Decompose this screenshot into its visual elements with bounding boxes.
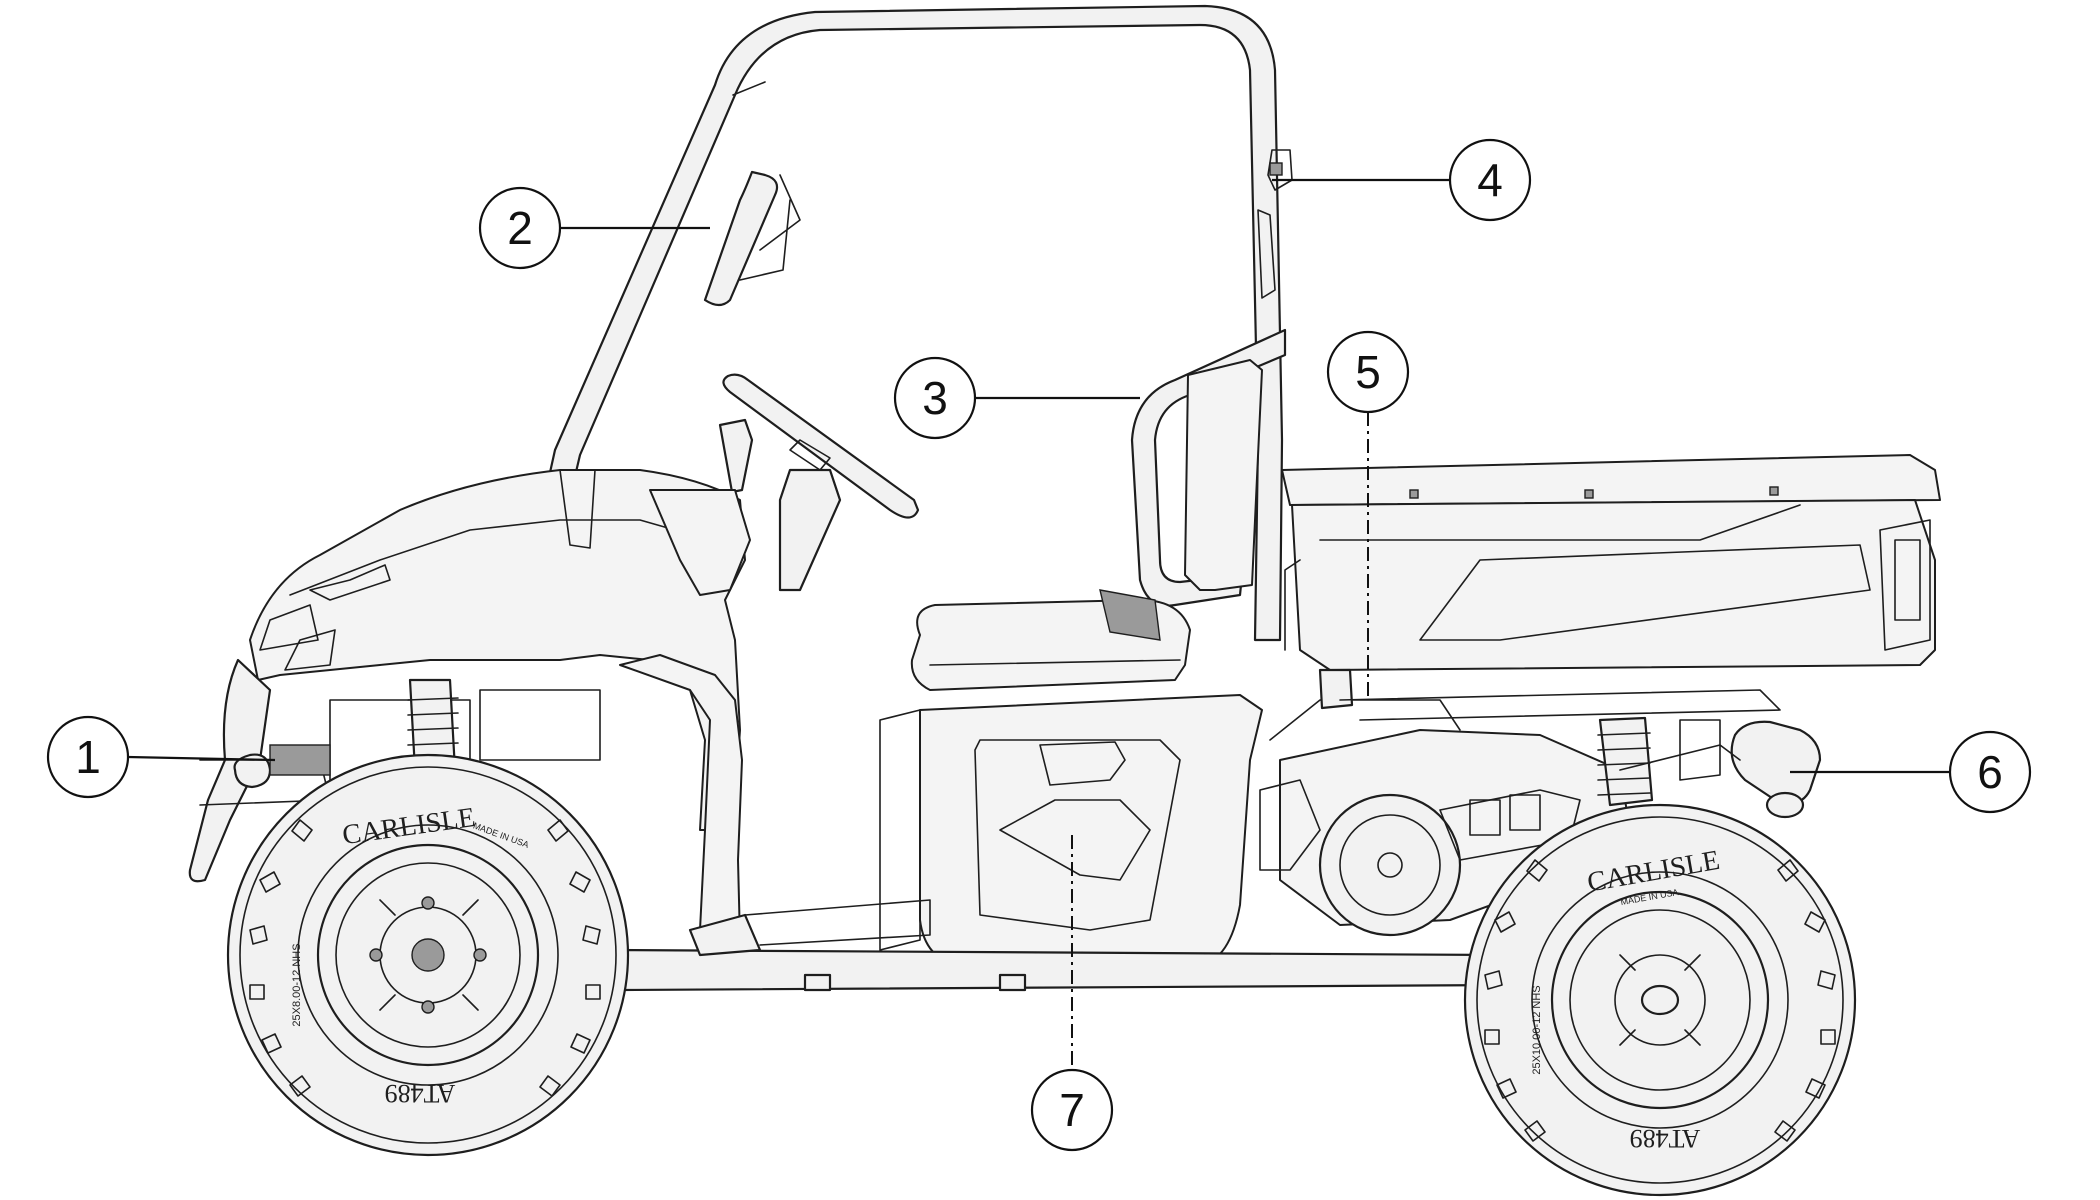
rear-tire-model: AT489 [1630,1124,1701,1153]
front-wheel: CARLISLE MADE IN USA AT489 25X8.00-12 NH… [226,753,630,1157]
callout-6-label: 6 [1977,746,2003,798]
callout-3-label: 3 [922,372,948,424]
front-tire-size: 25X8.00-12 NHS [291,943,303,1026]
front-tire-model: AT489 [385,1079,456,1108]
callout-4-label: 4 [1477,154,1503,206]
seat [910,359,1263,691]
callout-6: 6 [1948,730,2032,814]
callout-2-label: 2 [507,202,533,254]
rear-tire-size: 25X10.00-12 NHS [1531,985,1543,1074]
cargo-box [1281,454,1941,721]
callout-7: 7 [1030,1068,1114,1152]
rops-cage [533,4,1293,642]
rear-shock [1597,716,1721,807]
callout-1-label: 1 [75,731,101,783]
callout-3: 3 [893,356,977,440]
callout-2: 2 [478,186,562,270]
leader-1 [127,755,276,762]
callout-7-label: 7 [1059,1084,1085,1136]
callout-5-label: 5 [1355,346,1381,398]
callout-5: 5 [1326,330,1410,414]
rear-wheel: CARLISLE MADE IN USA AT489 25X10.00-12 N… [1463,803,1857,1197]
muffler [1619,720,1822,819]
rear-tread [1484,859,1836,1142]
callout-1: 1 [46,715,130,799]
front-tread [249,819,601,1097]
steering-wheel [718,373,920,592]
callout-4: 4 [1448,138,1532,222]
front-body [188,469,751,941]
leader-lines [127,178,1950,1065]
